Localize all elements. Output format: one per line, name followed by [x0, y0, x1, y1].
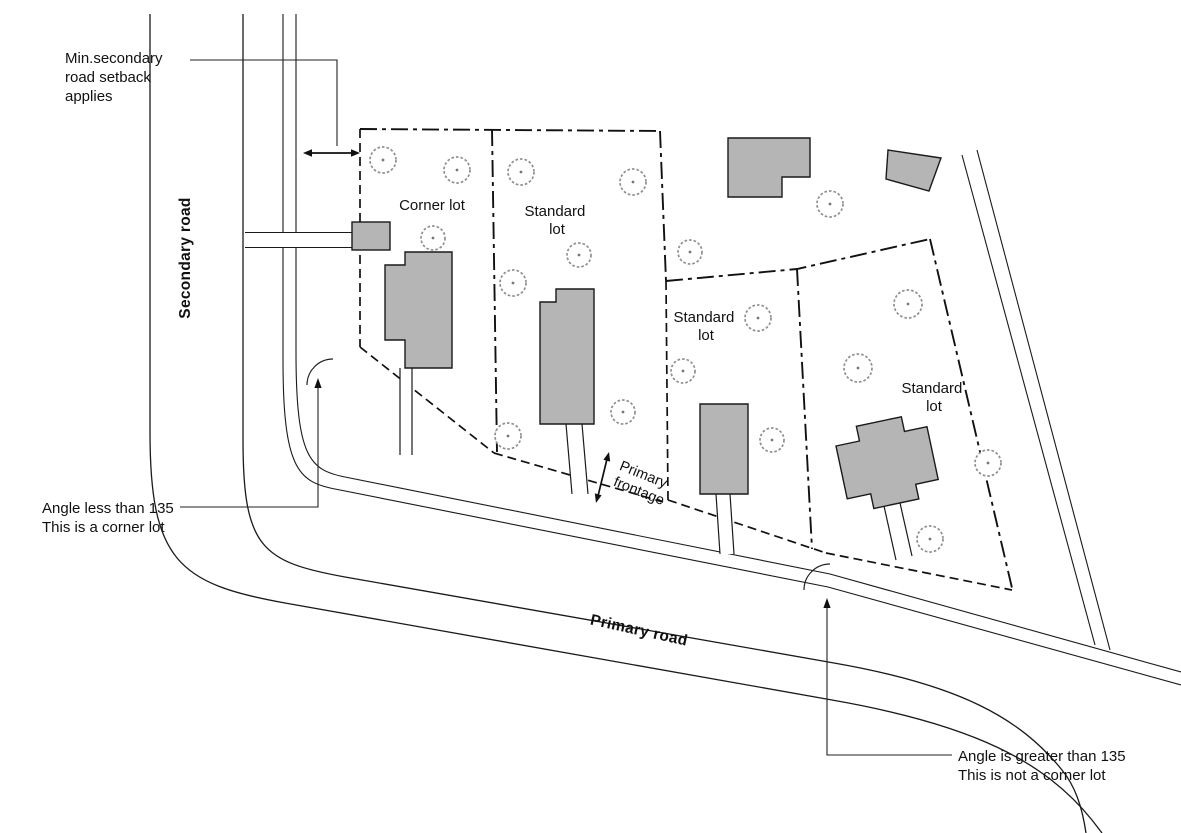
boundary-lot3-front [667, 499, 827, 554]
tree [494, 422, 522, 450]
stub-road-surface [245, 233, 352, 247]
road-edge-outer [149, 14, 1103, 833]
annotation-leaders [180, 59, 952, 756]
tree [744, 304, 772, 332]
frontage-arrowhead-bottom [594, 493, 602, 503]
boundary-lot4-right [929, 238, 1013, 589]
driveway-lot3 [716, 494, 734, 554]
boundary-corner-lot-front [359, 346, 495, 454]
building-lot2-house [539, 288, 595, 425]
secondary-road-label: Secondary road [177, 197, 194, 318]
driveway-lot2-edges [565, 423, 589, 495]
not-corner-lot-arrowhead [823, 598, 831, 608]
boundary-divider-1 [491, 128, 498, 453]
corner-lot-arrowhead [314, 378, 322, 388]
trees [369, 146, 1002, 553]
side-road-edge-right [976, 149, 1111, 651]
driveway-lot4-edges [883, 502, 913, 561]
not-corner-lot-annotation: Angle is greater than 135 This is not a … [958, 748, 1130, 784]
lot-label-standard-2: Standard lot [673, 309, 738, 344]
corner-lot-leader [180, 388, 319, 508]
tree [507, 158, 535, 186]
lot-label-standard-1: Standard lot [524, 203, 589, 238]
buildings [351, 137, 942, 510]
tree [916, 525, 944, 553]
corner-angle-arc [306, 358, 334, 386]
boundary-lot3-left [665, 280, 669, 501]
building-topright-2 [885, 149, 942, 192]
road-edge-inner [242, 14, 1087, 833]
lot-label-corner: Corner lot [399, 197, 466, 214]
corner-lot-annotation: Angle less than 135 This is a corner lot [42, 500, 178, 536]
setback-annotation: Min.secondary road setback applies [65, 50, 167, 105]
setback-arrowhead-left [303, 149, 312, 157]
bend-angle-arc [803, 563, 831, 591]
driveway-lot3-edges [715, 493, 735, 555]
boundary-divider-3 [796, 268, 813, 550]
boundary-divider-2-upper [659, 130, 667, 282]
boundary-top [359, 128, 661, 132]
tree [677, 239, 703, 265]
frontage-arrow [597, 458, 608, 497]
building-corner-lot-house [384, 251, 453, 369]
boundary-lot4-front [825, 552, 1013, 591]
tree [610, 399, 636, 425]
driveway-corner-lot [400, 368, 412, 455]
tree [670, 358, 696, 384]
building-topright-1 [727, 137, 811, 198]
tree [759, 427, 785, 453]
setback-arrowhead-right [351, 149, 360, 157]
tree [619, 168, 647, 196]
angle-indicators [306, 358, 831, 591]
primary-road-label: Primary road [589, 612, 690, 650]
driveway-lot4 [884, 503, 912, 560]
side-road-edge-left [961, 154, 1096, 646]
building-lot3-house [699, 403, 749, 495]
tree [893, 289, 923, 319]
driveway-corner-lot-edges [399, 368, 413, 455]
building-small-corner [351, 221, 391, 251]
tree [816, 190, 844, 218]
lot-label-standard-3: Standard lot [901, 380, 966, 415]
frontage-arrowhead-top [603, 452, 611, 462]
tree [974, 449, 1002, 477]
setback-leader [190, 59, 338, 146]
driveway-lot2 [566, 424, 588, 494]
not-corner-lot-leader [826, 608, 952, 756]
primary-frontage-label: Primary frontage [611, 458, 673, 509]
tree [499, 269, 527, 297]
building-lot4-house [835, 415, 940, 510]
tree [420, 225, 446, 251]
sidewalk-line-inner [295, 14, 1181, 673]
tree [443, 156, 471, 184]
tree [369, 146, 397, 174]
sidewalk-line-outer [282, 14, 1181, 686]
lot-boundaries [359, 128, 1013, 591]
driveways [399, 368, 913, 561]
road-network [149, 14, 1181, 833]
tree [843, 353, 873, 383]
tree [566, 242, 592, 268]
